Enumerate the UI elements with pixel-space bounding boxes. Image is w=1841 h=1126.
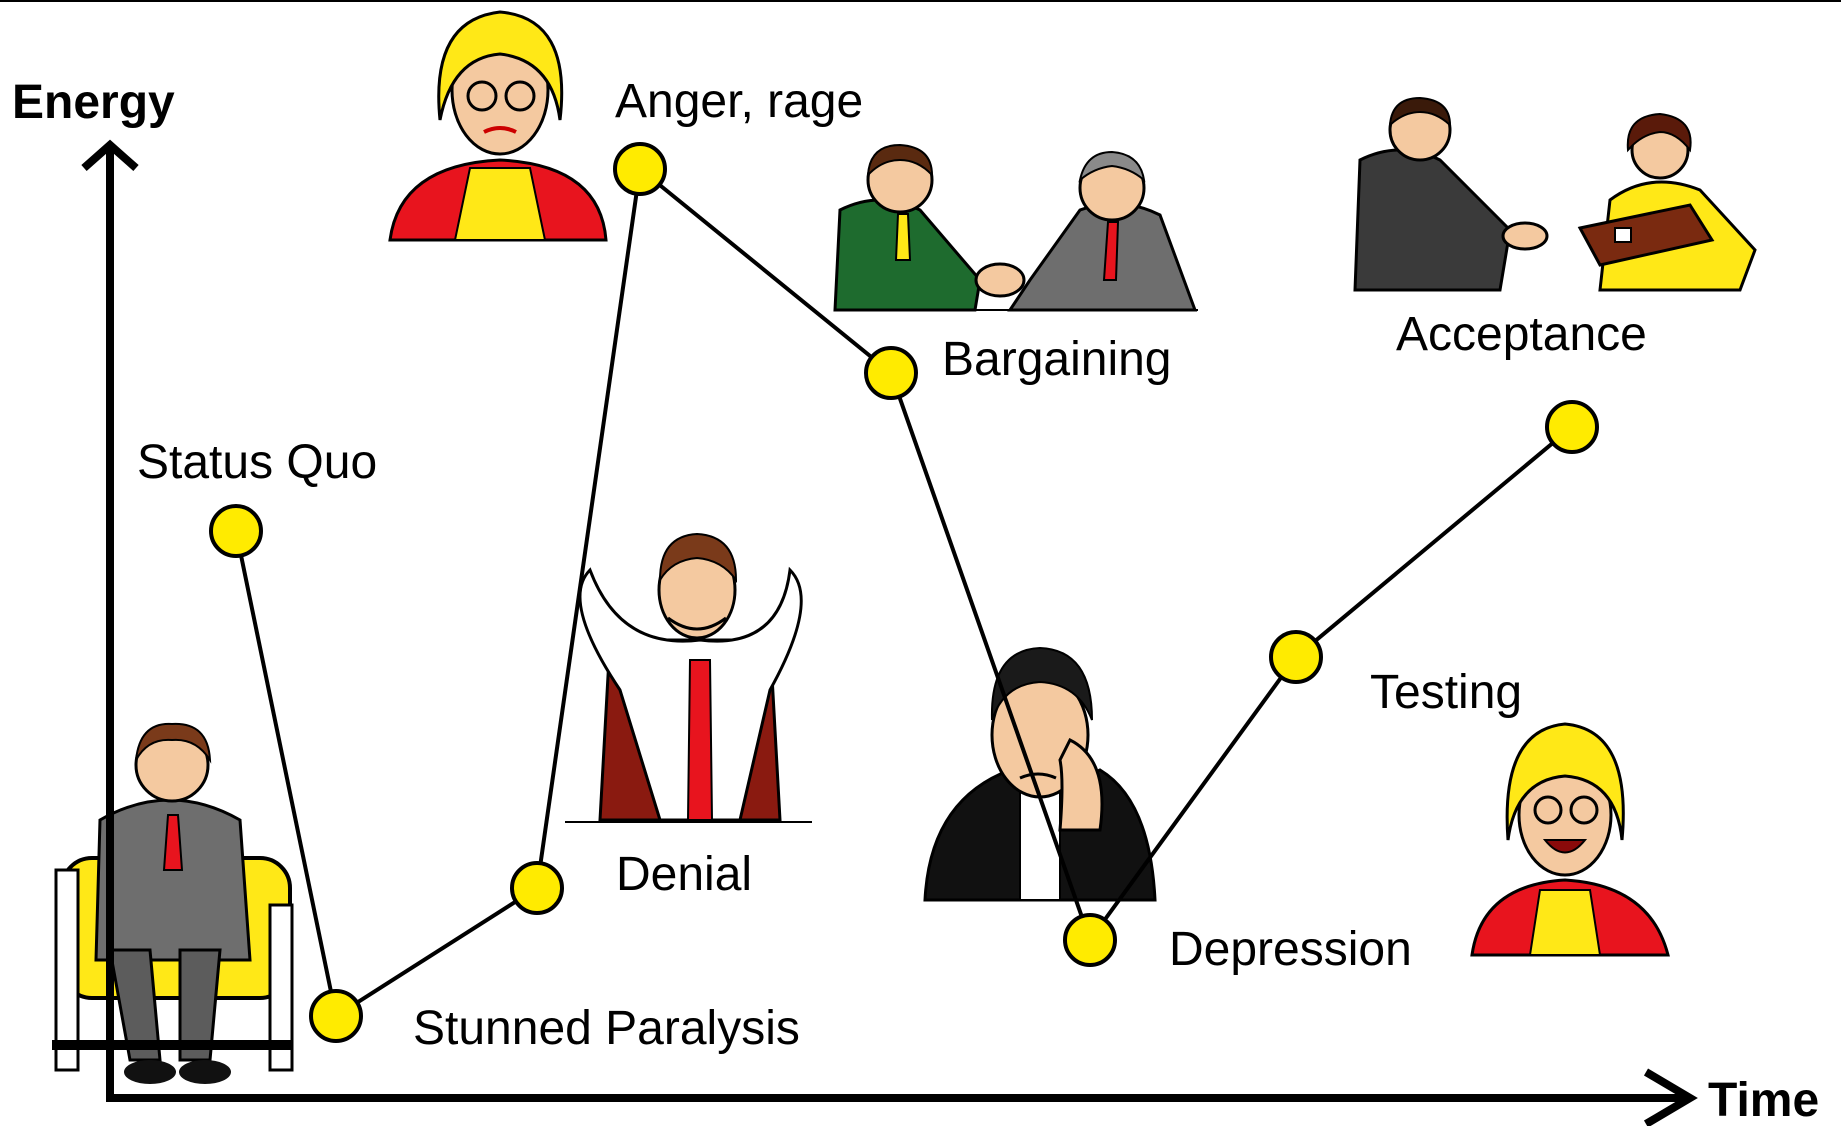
acceptance-label: Acceptance — [1396, 308, 1647, 361]
status-quo-point — [209, 504, 263, 558]
relaxed-man-illustration — [565, 532, 812, 823]
denial-label: Denial — [616, 848, 752, 901]
curve-segment — [535, 168, 642, 889]
testing-point — [1269, 630, 1323, 684]
y-axis-label: Energy — [12, 76, 175, 129]
depression-label: Depression — [1169, 923, 1412, 976]
change-curve — [234, 167, 1574, 1018]
smiling-woman-illustration — [1470, 722, 1670, 957]
curve-segment — [1294, 425, 1574, 659]
anger-point — [613, 142, 667, 196]
axes: Energy Time — [12, 76, 1819, 1126]
worried-woman-illustration — [388, 10, 608, 242]
stunned-paralysis-label: Stunned Paralysis — [413, 1002, 800, 1055]
depressed-man-illustration — [923, 646, 1157, 902]
curve-segment — [334, 886, 539, 1018]
stage-labels: Status Quo Stunned Paralysis Denial Ange… — [137, 75, 1647, 1055]
status-quo-label: Status Quo — [137, 436, 377, 489]
curve-segment — [1088, 655, 1298, 942]
anger-label: Anger, rage — [615, 75, 863, 128]
curve-segment — [638, 167, 893, 375]
bargaining-label: Bargaining — [942, 333, 1172, 386]
denial-point — [510, 861, 564, 915]
curve-segment — [889, 372, 1092, 941]
bargaining-point — [864, 346, 918, 400]
handshake-men-illustration — [833, 143, 1198, 312]
y-axis-arrowhead — [81, 139, 139, 171]
testing-label: Testing — [1370, 666, 1522, 719]
depression-point — [1063, 913, 1117, 967]
x-axis-label: Time — [1708, 1074, 1819, 1126]
curve-segment — [234, 530, 338, 1017]
stage-points — [209, 142, 1599, 1043]
business-handshake-illustration — [1353, 96, 1757, 292]
seated-man-illustration — [52, 722, 294, 1084]
x-axis-arrowhead — [1643, 1068, 1698, 1126]
acceptance-point — [1545, 400, 1599, 454]
stunned-paralysis-point — [309, 989, 363, 1043]
